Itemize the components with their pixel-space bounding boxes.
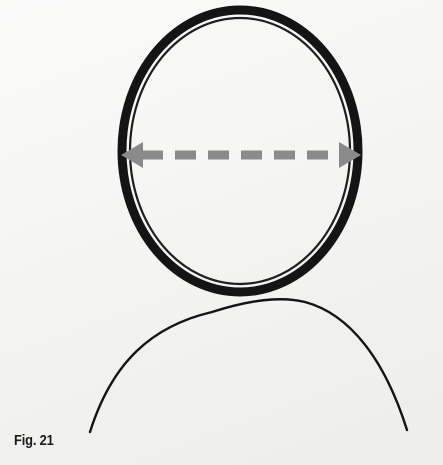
width-measurement-arrow [121, 142, 361, 168]
shoulders-curve [90, 299, 407, 432]
figure-caption: Fig. 21 [14, 432, 54, 449]
